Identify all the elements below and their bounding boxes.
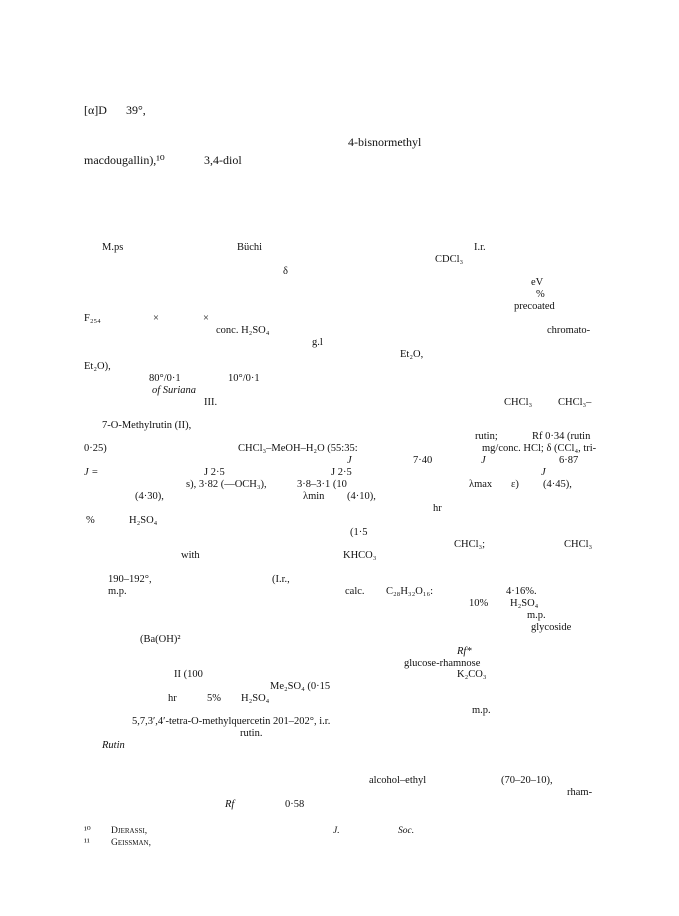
text-hr-a: hr — [433, 503, 442, 514]
text-rf-034: Rf 0·34 (rutin — [532, 431, 591, 442]
text-h2so4-a: H₂SO₄ — [129, 515, 158, 526]
text-conc-h2so4: conc. H₂SO₄ — [216, 325, 270, 336]
text-five-pct: 5% — [207, 693, 221, 704]
text-v445: (4·45), — [543, 479, 572, 490]
footnote-10-author: Djerassi, — [111, 826, 148, 836]
text-v430: (4·30), — [135, 491, 164, 502]
footnote-10-journal: J. — [333, 826, 340, 836]
text-mp-b: m.p. — [527, 610, 546, 621]
footnote-11-number: ¹¹ — [84, 838, 90, 848]
text-epsilon: ε) — [511, 479, 519, 490]
footnote-11-author: Geissman, — [111, 838, 151, 848]
text-chcl3-semi: CHCl₃; — [454, 539, 486, 550]
text-j25-a: J 2·5 — [204, 467, 225, 478]
text-gl: g.l — [312, 337, 323, 348]
text-calc: calc. — [345, 586, 365, 597]
text-et2o-a: Et₂O, — [400, 349, 424, 360]
text-pct-b: % — [86, 515, 95, 526]
text-rutin-dot: rutin. — [240, 728, 263, 739]
text-times-b: × — [203, 313, 209, 324]
text-chcl3-c: CHCl₃ — [564, 539, 593, 550]
text-rham: rham- — [567, 787, 593, 798]
text-j-b: J — [481, 455, 486, 466]
text-buchi: Büchi — [237, 242, 263, 253]
text-ev: eV — [531, 277, 544, 288]
footnote-10-soc: Soc. — [398, 826, 415, 836]
text-v025: 0·25) — [84, 443, 107, 454]
text-hr-b: hr — [168, 693, 177, 704]
text-glucose-rhamnose: glucose-rhamnose — [404, 658, 481, 669]
text-v058: 0·58 — [285, 799, 305, 810]
compound-bisnormethyl: 4-bisnormethyl — [348, 135, 422, 149]
text-delta: δ — [283, 266, 288, 277]
heading-rutin: Rutin — [102, 740, 125, 751]
text-och3: s), 3·82 (—OCH₃), — [186, 479, 267, 490]
optical-rotation-value: 39°, — [126, 103, 146, 117]
text-j-c: J — [541, 467, 546, 478]
text-f254: F₂₅₄ — [84, 313, 101, 324]
text-with: with — [181, 550, 200, 561]
text-glycoside: glycoside — [531, 622, 572, 633]
text-j-a: J — [347, 455, 352, 466]
text-alcohol-ethyl: alcohol–ethyl — [369, 775, 427, 786]
text-mg-conc-hcl: mg/conc. HCl; δ (CCl₄, tri- — [482, 443, 597, 454]
text-mp-c: m.p. — [472, 705, 491, 716]
text-lambda-max: λmax — [469, 479, 493, 490]
heading-methylrutin: 7-O-Methylrutin (II), — [102, 420, 192, 431]
text-ir: I.r. — [474, 242, 486, 253]
text-h2so4-b: H₂SO₄ — [510, 598, 539, 609]
text-k2co3: K₂CO₃ — [457, 669, 487, 680]
text-of-suriana: of Suriana — [152, 385, 197, 396]
text-ratio: (70–20–10), — [501, 775, 553, 786]
text-iii: III. — [204, 397, 218, 408]
text-me2so4: Me₂SO₄ (0·15 — [270, 681, 331, 692]
text-chromato: chromato- — [547, 325, 591, 336]
text-j25-b: J 2·5 — [331, 467, 352, 478]
text-et2o-b: Et₂O), — [84, 361, 111, 372]
text-rutin-semi: rutin; — [475, 431, 498, 442]
text-percent: % — [536, 289, 545, 300]
text-rf-star: Rf* — [457, 646, 472, 657]
text-v416: 4·16%. — [506, 586, 537, 597]
text-lambda-min: λmin — [303, 491, 325, 502]
text-precoated: precoated — [514, 301, 555, 312]
text-ir-paren: (I.r., — [272, 574, 290, 585]
text-chcl3-b: CHCl₃ — [504, 397, 533, 408]
text-baoh: (Ba(OH)² — [140, 634, 181, 645]
text-times-a: × — [153, 313, 159, 324]
text-mp-a: m.p. — [108, 586, 127, 597]
optical-rotation-label: [α]D — [84, 103, 107, 117]
text-ii100: II (100 — [174, 669, 203, 680]
compound-macdougallin: macdougallin),¹⁰ — [84, 153, 165, 167]
text-range38: 3·8–3·1 (10 — [297, 479, 347, 490]
text-v410: (4·10), — [347, 491, 376, 502]
text-solvent-mix: CHCl₃–MeOH–H₂O (55:35: — [238, 443, 358, 454]
text-temp-80: 80°/0·1 — [149, 373, 181, 384]
text-tetra-o-methylquercetin: 5,7,3′,4′-tetra-O-methylquercetin 201–20… — [132, 716, 331, 727]
footnote-10-number: ¹⁰ — [84, 826, 91, 836]
text-mp190: 190–192°, — [108, 574, 152, 585]
text-mps: M.ps — [102, 242, 124, 253]
text-v687: 6·87 — [559, 455, 579, 466]
text-rf-b: Rf — [225, 799, 235, 810]
text-v15: (1·5 — [350, 527, 368, 538]
text-v740: 7·40 — [413, 455, 433, 466]
text-temp-10: 10°/0·1 — [228, 373, 260, 384]
text-cdcl3: CDCl₃ — [435, 254, 464, 265]
text-j-eq: J = — [84, 467, 99, 478]
text-formula: C₂₈H₃₂O₁₆: — [386, 586, 434, 597]
text-h2so4-c: H₂SO₄ — [241, 693, 270, 704]
text-ten-pct: 10% — [469, 598, 489, 609]
compound-diol: 3,4-diol — [204, 153, 242, 167]
text-chcl3-dash: CHCl₃– — [558, 397, 592, 408]
text-khco3: KHCO₃ — [343, 550, 377, 561]
